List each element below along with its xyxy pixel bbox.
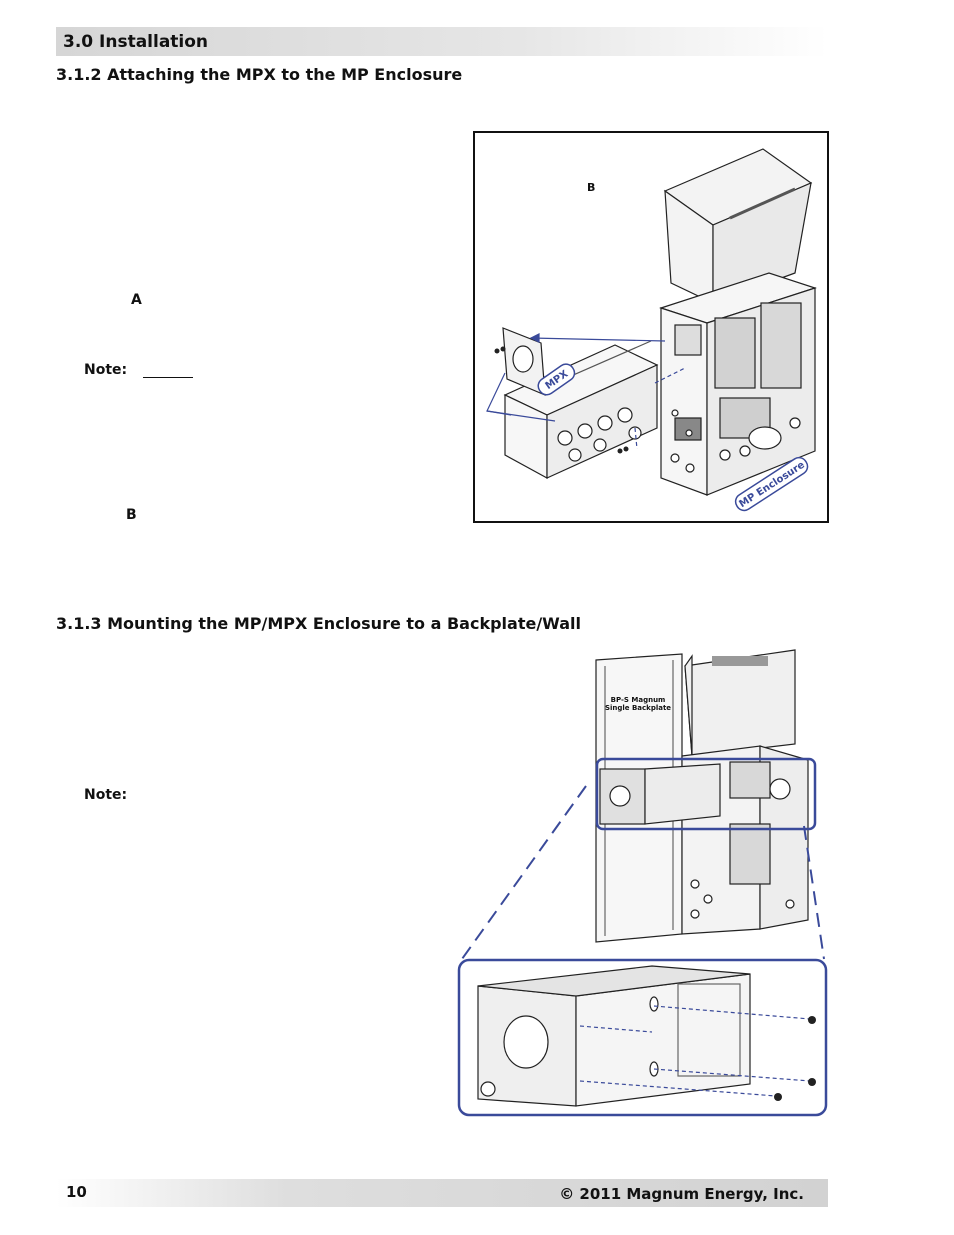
screw (808, 1016, 816, 1024)
leader-right (803, 825, 825, 960)
heading-3-1-3: 3.1.3 Mounting the MP/MPX Enclosure to a… (56, 614, 581, 633)
backplate-label-line2: Single Backplate (605, 704, 671, 712)
screw (774, 1093, 782, 1101)
screw (808, 1078, 816, 1086)
section-header-bar: 3.0 Installation (56, 27, 828, 56)
backplate-mounting-drawing: BP-S Magnum Single Backplate (457, 649, 828, 1117)
screw (494, 348, 500, 354)
mp-enclosure-body (659, 272, 817, 496)
figure-backplate-mounting: BP-S Magnum Single Backplate (430, 644, 830, 1120)
mpx-in-context (599, 763, 721, 825)
screw (623, 446, 629, 452)
note-underline (143, 377, 193, 378)
page-number: 10 (66, 1183, 87, 1201)
step-b-marker: B (126, 507, 137, 523)
note-label-2: Note: (84, 787, 128, 803)
footer-bar: 10 © 2011 Magnum Energy, Inc. (56, 1179, 828, 1207)
note-label-1: Note: (84, 362, 128, 378)
detail-screw-guides (579, 1005, 811, 1097)
figure-mpx-attachment: B (473, 131, 829, 523)
highlight-box-small (595, 757, 817, 831)
mpx-attachment-drawing: B (486, 148, 817, 512)
enclosure-cover (663, 148, 813, 304)
callout-lines (486, 333, 686, 450)
step-a-marker: A (131, 292, 142, 308)
mpx-detail (477, 965, 751, 1107)
copyright: © 2011 Magnum Energy, Inc. (559, 1185, 804, 1203)
section-title: 3.0 Installation (63, 32, 209, 52)
mpx-box (503, 340, 659, 480)
screw (500, 346, 506, 352)
leader-left (461, 785, 587, 960)
figure1-label-b: B (587, 181, 595, 194)
heading-3-1-2: 3.1.2 Attaching the MPX to the MP Enclos… (56, 65, 463, 84)
screw (617, 448, 623, 454)
enclosure-cover-2 (684, 649, 796, 757)
backplate-label-line1: BP-S Magnum (611, 696, 666, 704)
